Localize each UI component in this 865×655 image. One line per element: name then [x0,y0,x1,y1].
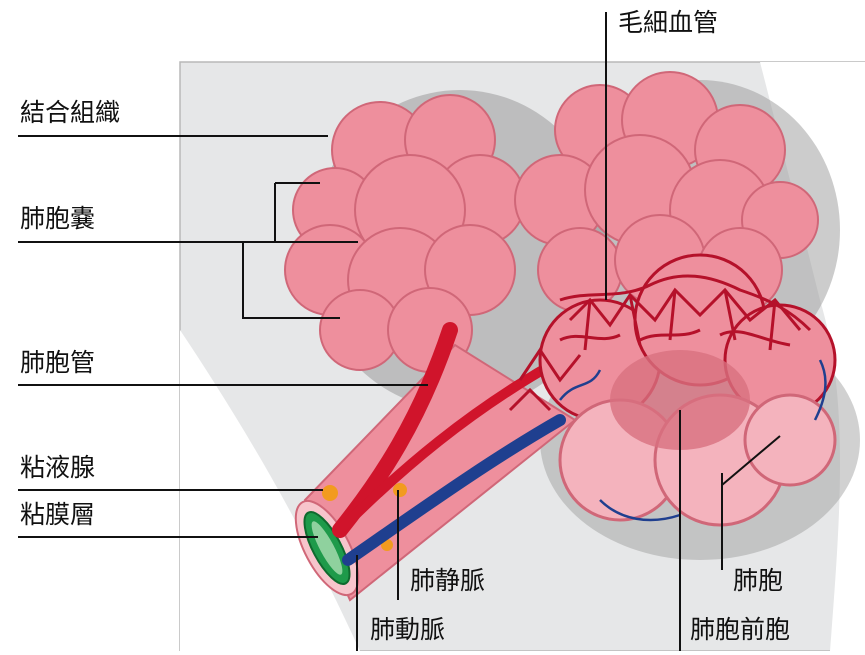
label-pulmonary-artery: 肺動脈 [370,617,445,642]
label-capillaries: 毛細血管 [618,10,718,35]
label-pulmonary-vein: 肺静脈 [410,568,485,593]
label-alveolar-sac: 肺胞嚢 [20,206,95,231]
label-alveolar-atrium: 肺胞前胞 [690,617,790,642]
label-connective-tissue: 結合組織 [20,100,120,125]
mucous-gland-1 [322,485,338,501]
label-mucosa: 粘膜層 [20,502,95,527]
label-alveolus: 肺胞 [733,568,783,593]
label-alveolar-duct: 肺胞管 [20,350,95,375]
label-mucous-gland: 粘液腺 [20,455,95,480]
mucous-gland-2 [393,483,407,497]
